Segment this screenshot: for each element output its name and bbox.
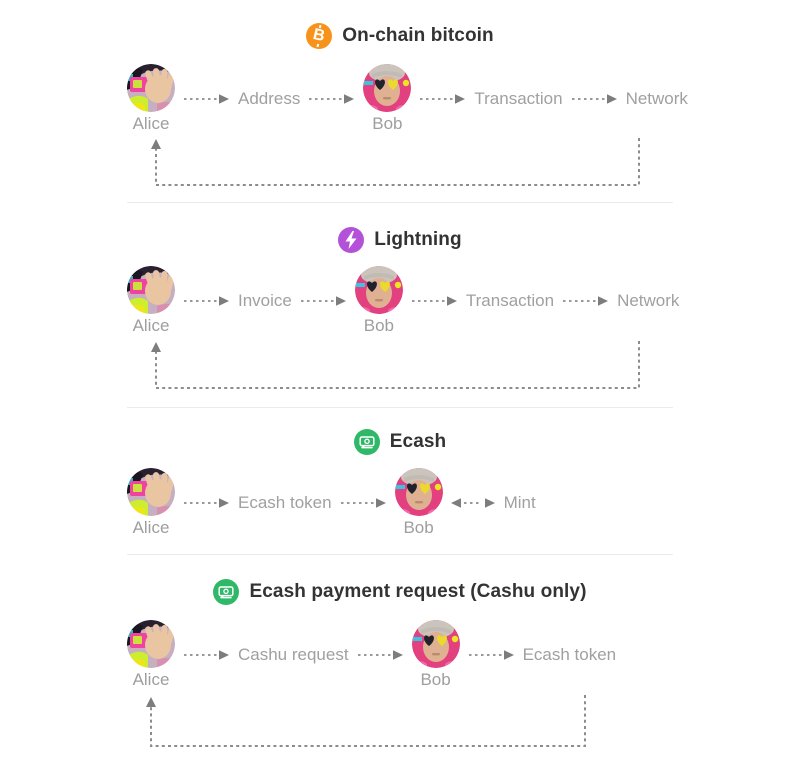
actor-name-alice: Alice [132, 114, 170, 133]
bitcoin-icon: B [306, 23, 333, 49]
actor-name-bob: Bob [403, 518, 434, 537]
dotted-arrow-right-icon [339, 497, 387, 509]
section-header: Lightning [0, 227, 800, 253]
section-title: Ecash payment request (Cashu only) [249, 581, 587, 602]
section-title: Ecash [389, 431, 447, 452]
dotted-arrow-right-icon [183, 497, 230, 509]
actor-name-alice: Alice [132, 670, 170, 689]
section-title: Lightning [374, 229, 462, 250]
flow-row: Alice Address Bob Transaction Network [127, 64, 688, 133]
actor-name-bob: Bob [363, 316, 394, 335]
actor-name-bob: Bob [372, 114, 403, 133]
dotted-arrow-right-icon [356, 649, 404, 661]
flow-label-step2: Ecash token [522, 645, 617, 664]
dotted-arrow-right-icon [562, 295, 610, 307]
return-arrow-network-to-alice [151, 138, 640, 186]
flow-label-step1: Invoice [238, 291, 292, 310]
flow-label-step2: Transaction [474, 89, 563, 108]
flow-label-step2: Mint [503, 493, 536, 512]
dotted-arrow-right-icon [410, 295, 458, 307]
section-header: Ecash [0, 429, 800, 455]
flow-row: Alice Cashu request Bob Ecash token [127, 620, 617, 689]
dotted-arrow-right-icon [183, 649, 230, 661]
return-arrow-token-to-alice [146, 695, 586, 747]
flow-label-step1: Ecash token [238, 493, 332, 512]
dotted-arrow-right-icon [299, 295, 347, 307]
actor-name-bob: Bob [420, 670, 451, 689]
section-title: On-chain bitcoin [342, 25, 494, 46]
flow-row: Alice Invoice Bob Transaction Network [127, 266, 680, 335]
lightning-icon [338, 227, 365, 253]
section-lightning: Lightning Alice Invoice Bob Transaction … [0, 203, 800, 408]
dotted-arrow-right-icon [183, 295, 230, 307]
dotted-arrow-both-icon [450, 497, 496, 509]
actor-name-alice: Alice [132, 518, 170, 537]
avatar-bob: Bob [412, 620, 460, 689]
flow-label-step3: Network [617, 291, 680, 310]
avatar-bob: Bob [395, 468, 443, 537]
section-divider [127, 554, 673, 555]
flow-label-step2: Transaction [465, 291, 555, 310]
section-ecash: Ecash Alice Ecash token Bob Mint [0, 408, 800, 555]
section-header: Ecash payment request (Cashu only) [0, 579, 800, 605]
avatar-alice: Alice [127, 620, 175, 689]
avatar-bob: Bob [355, 266, 403, 335]
flow-row: Alice Ecash token Bob Mint [127, 468, 536, 537]
section-onchain-bitcoin: B On-chain bitcoin Alice Address Bob Tra… [0, 0, 800, 203]
dotted-arrow-right-icon [467, 649, 515, 661]
flow-label-step3: Network [625, 89, 688, 108]
ecash-icon [213, 579, 240, 605]
section-header: B On-chain bitcoin [0, 23, 800, 49]
section-ecash-payment-request: Ecash payment request (Cashu only) Alice… [0, 555, 800, 765]
ecash-icon [353, 429, 380, 455]
dotted-arrow-right-icon [419, 93, 467, 105]
dotted-arrow-right-icon [570, 93, 618, 105]
dotted-arrow-right-icon [183, 93, 230, 105]
avatar-alice: Alice [127, 266, 175, 335]
section-divider [127, 202, 673, 203]
return-arrow-network-to-alice [151, 341, 640, 389]
flow-label-step1: Address [238, 89, 301, 108]
avatar-alice: Alice [127, 64, 175, 133]
avatar-bob: Bob [363, 64, 411, 133]
section-divider [127, 407, 673, 408]
dotted-arrow-right-icon [308, 93, 356, 105]
actor-name-alice: Alice [132, 316, 170, 335]
flow-label-step1: Cashu request [238, 645, 349, 664]
avatar-alice: Alice [127, 468, 175, 537]
